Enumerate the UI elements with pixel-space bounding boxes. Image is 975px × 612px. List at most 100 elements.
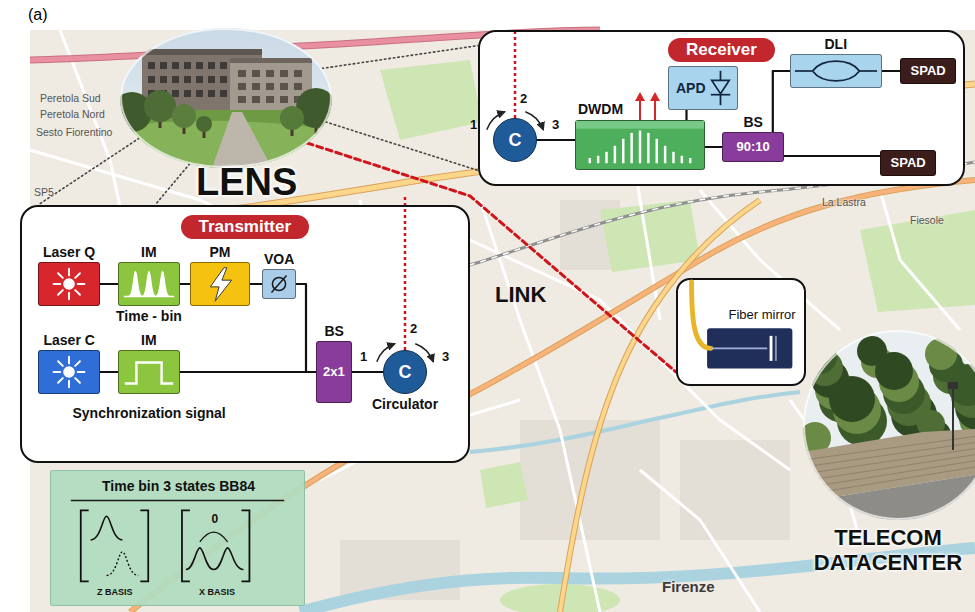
site-photo-icon (803, 440, 975, 467)
protocol-box-icon (107, 552, 139, 576)
link-label: LINK (495, 282, 546, 307)
fiber-wire (352, 371, 383, 373)
node-label: Laser Q (43, 244, 95, 260)
laser-box-icon (75, 378, 80, 383)
site-photo-icon (238, 70, 246, 77)
dwdm-filter-icon (656, 139, 658, 163)
dwdm-filter-icon (576, 121, 704, 129)
site-photo-icon (196, 90, 203, 97)
node-label: LENS (196, 163, 297, 201)
site-photo-icon (803, 330, 975, 520)
site-photo-icon (172, 90, 179, 97)
fiber-wire (180, 371, 316, 373)
laser-box-icon (75, 290, 80, 295)
site-photo-icon (230, 58, 312, 63)
laser-box-icon (78, 371, 85, 373)
port-number: 1 (360, 350, 367, 365)
dwdm-filter-icon (589, 158, 591, 163)
place-name: Peretola Sud (40, 92, 101, 104)
dwdm-filter-icon (639, 131, 641, 164)
node-label: Transmitter (181, 215, 310, 239)
port-number: 3 (552, 118, 559, 133)
node-label: 90:10 (737, 140, 770, 155)
node-label: IM (141, 244, 157, 260)
laser-box-icon (68, 293, 70, 300)
site-photo-icon (803, 330, 975, 520)
node-label: X BASIS (199, 587, 235, 597)
modulator-box-icon (210, 268, 231, 301)
dwdm-filter: DWDM (575, 120, 705, 170)
protocol-box-icon (91, 516, 123, 540)
site-photo-icon (220, 90, 227, 97)
site-photo-icon (220, 62, 227, 69)
fiber-mirror-box-icon (707, 328, 792, 368)
modulator-box-icon (119, 263, 179, 305)
site-photo-icon (803, 452, 975, 481)
node-label: Synchronization signal (73, 405, 226, 421)
node-label: Fiber mirror (729, 308, 796, 323)
attenuator-box-icon (263, 270, 295, 298)
site-photo-icon (208, 90, 215, 97)
site-photo-icon (947, 364, 975, 406)
site-photo-icon (252, 96, 260, 103)
node-label: PM (210, 244, 231, 260)
node-label: DWDM (578, 101, 623, 117)
dwdm-filter-icon (689, 158, 691, 163)
modulator-box-icon (191, 263, 249, 305)
attenuator-box-icon (271, 276, 286, 293)
output-arrow (639, 100, 641, 120)
laser-box-icon (68, 381, 70, 388)
node-label: 0 (212, 513, 219, 527)
fiber-mirror-box: Fiber mirror (676, 278, 806, 386)
main-road (560, 200, 760, 612)
detector-box-icon (712, 80, 729, 93)
laser-box-icon (58, 273, 63, 278)
laser-box: Laser C (38, 350, 100, 394)
site-photo-icon (196, 116, 212, 132)
dwdm-filter-icon (605, 152, 607, 163)
fiber-mirror-box-icon (678, 280, 804, 384)
park-area (380, 60, 482, 140)
laser-box-icon (75, 273, 80, 278)
site-photo-icon (829, 376, 875, 422)
port-arrow (377, 112, 543, 362)
urban-block (680, 440, 790, 540)
fiber-port-stub (405, 30, 515, 350)
modulator-box-icon (129, 272, 143, 297)
laser-box-icon (63, 366, 75, 377)
panel-backdrop (478, 30, 965, 186)
city-map (30, 30, 975, 612)
site-photo-icon (266, 70, 274, 77)
detector-box-icon (720, 95, 722, 106)
fiber-wire (100, 283, 118, 285)
site-photo-icon (120, 28, 332, 168)
laser-box-icon (75, 361, 80, 366)
output-arrow (635, 92, 660, 120)
site-photo: LENS (120, 28, 332, 168)
interferometer-box-icon (791, 55, 881, 87)
node-label: Receiver (668, 38, 775, 62)
modulator-box: IMTime - bin (118, 262, 180, 306)
site-photo-icon (184, 76, 191, 83)
site-photo-icon (252, 70, 260, 77)
place-name: Fiesole (910, 214, 944, 226)
interferometer-box: DLI (790, 54, 882, 88)
minor-road (880, 190, 960, 330)
callout-line (326, 122, 478, 170)
detector-box: SPAD (900, 58, 956, 84)
panel-backdrop (20, 205, 470, 463)
port-number: 2 (520, 92, 527, 107)
urban-block (520, 420, 660, 540)
port-number: 1 (470, 118, 477, 133)
fiber-wire (180, 283, 190, 285)
dwdm-filter-icon (630, 133, 632, 163)
dwdm-filter-icon (597, 156, 599, 163)
site-photo-icon (172, 104, 196, 128)
node-label: Circulator (372, 396, 438, 412)
interferometer-box-icon (859, 70, 877, 72)
figure-tag: (a) (28, 6, 48, 24)
site-photo-icon (212, 112, 272, 168)
node-label: BS (325, 323, 344, 339)
node-label: DLI (825, 36, 848, 52)
